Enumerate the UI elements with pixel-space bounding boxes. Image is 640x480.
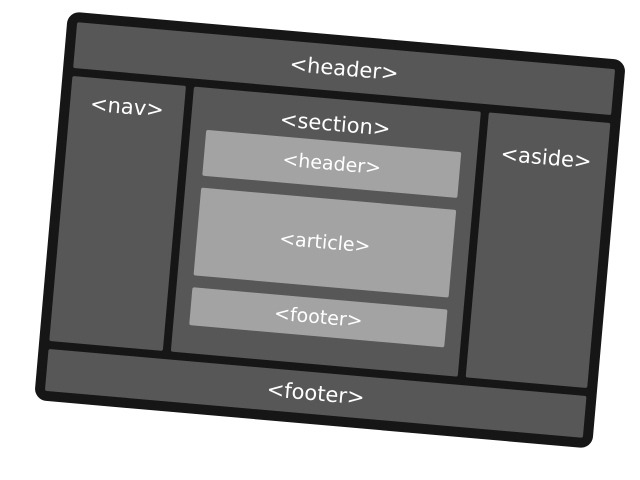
aside-box: <aside> [465,112,611,389]
nav-box: <nav> [49,75,187,351]
section-box: <section> <header> <article> <footer> [170,86,481,377]
html-layout-diagram: <header> <nav> <section> <header> <artic… [34,11,626,449]
section-footer-box: <footer> [189,287,448,348]
aside-label: <aside> [499,141,593,174]
section-header-label: <header> [281,148,382,180]
article-label: <article> [278,227,372,258]
header-label: <header> [288,51,400,86]
nav-label: <nav> [89,91,165,123]
article-box: <article> [193,187,457,298]
middle-row: <nav> <section> <header> <article> <foot… [49,75,611,389]
footer-label: <footer> [265,377,366,410]
section-footer-label: <footer> [273,302,364,333]
